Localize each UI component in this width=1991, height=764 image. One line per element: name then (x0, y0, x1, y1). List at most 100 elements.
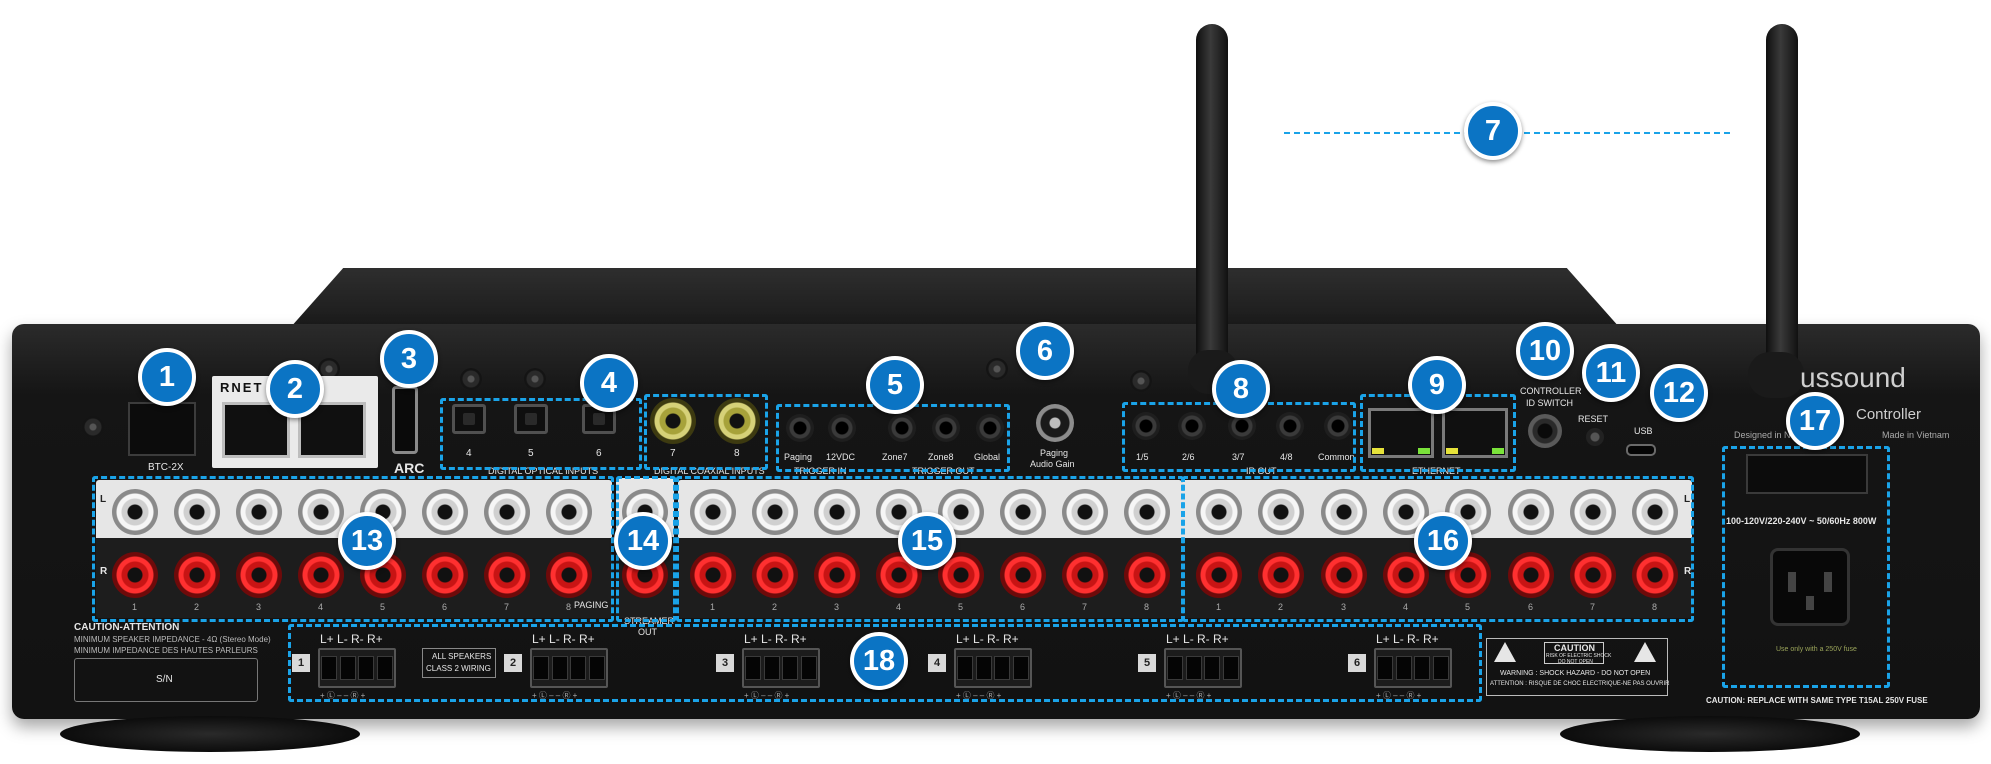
callout-10: 10 (1516, 322, 1574, 380)
input-c-8-left-rca[interactable] (1632, 489, 1678, 535)
speaker-terminal-zone-1[interactable] (318, 648, 396, 688)
ethernet-led (1492, 448, 1504, 454)
input-a-7-left-rca[interactable] (484, 489, 530, 535)
input-b-2-left-rca[interactable] (752, 489, 798, 535)
input-a-3-left-rca[interactable] (236, 489, 282, 535)
input-number-label: 6 (442, 602, 448, 612)
paging-gain-knob[interactable] (1036, 404, 1074, 442)
group-power (1722, 446, 1890, 688)
input-b-1-right-rca[interactable] (690, 552, 736, 598)
input-b-7-right-rca[interactable] (1062, 552, 1108, 598)
input-c-1-left-rca[interactable] (1196, 489, 1242, 535)
optical-input-5[interactable] (514, 404, 548, 434)
model-text: Controller (1856, 406, 1922, 423)
warning-line1: WARNING : SHOCK HAZARD - DO NOT OPEN (1500, 670, 1651, 677)
input-b-1-left-rca[interactable] (690, 489, 736, 535)
coax-num-7: 7 (670, 448, 676, 459)
caution-title: CAUTION-ATTENTION (74, 622, 180, 633)
input-a-6-left-rca[interactable] (422, 489, 468, 535)
input-b-3-left-rca[interactable] (814, 489, 860, 535)
ir-out-2-6[interactable] (1178, 412, 1206, 440)
speaker-terminal-zone-6[interactable] (1374, 648, 1452, 688)
callout-6: 6 (1016, 322, 1074, 380)
trigger-in-paging-label: Paging (784, 452, 813, 462)
arc-label: ARC (394, 460, 425, 476)
callout-17: 17 (1786, 392, 1844, 450)
controller-id-line2: ID SWITCH (1526, 398, 1573, 408)
trigger-out-global[interactable] (976, 414, 1004, 442)
usb-port[interactable] (1626, 444, 1656, 456)
ir-out-common[interactable] (1324, 412, 1352, 440)
input-b-8-right-rca[interactable] (1124, 552, 1170, 598)
paging-gain-line1: Paging (1040, 448, 1069, 458)
input-a-4-right-rca[interactable] (298, 552, 344, 598)
callout-12: 12 (1650, 364, 1708, 422)
input-a-4-left-rca[interactable] (298, 489, 344, 535)
input-number-label: 8 (1652, 602, 1658, 612)
speaker-terminal-zone-4[interactable] (954, 648, 1032, 688)
serial-number-label: S/N (156, 674, 173, 685)
input-a-1-left-rca[interactable] (112, 489, 158, 535)
input-c-2-left-rca[interactable] (1258, 489, 1304, 535)
warning-label-box (1486, 638, 1668, 696)
reset-button[interactable] (1586, 428, 1604, 446)
ir-out-1-5[interactable] (1132, 412, 1160, 440)
input-number-label: 8 (566, 602, 572, 612)
trigger-in-paging[interactable] (786, 414, 814, 442)
ethernet-led (1372, 448, 1384, 454)
warning-triangle-icon (1634, 642, 1656, 662)
input-b-2-right-rca[interactable] (752, 552, 798, 598)
callout-15: 15 (898, 512, 956, 570)
group-triggers (776, 404, 1010, 472)
speaker-terminal-zone-3[interactable] (742, 648, 820, 688)
brand-text: ussound (1800, 362, 1906, 393)
input-b-7-left-rca[interactable] (1062, 489, 1108, 535)
optical-input-6[interactable] (582, 404, 616, 434)
input-c-1-right-rca[interactable] (1196, 552, 1242, 598)
coax-input-7[interactable] (650, 398, 696, 444)
power-inlet[interactable] (1770, 548, 1850, 626)
all-speakers-line1: ALL SPEAKERS (432, 652, 492, 661)
input-c-6-right-rca[interactable] (1508, 552, 1554, 598)
ir-out-common-label: Common (1318, 452, 1355, 462)
ir-out-4-8-label: 4/8 (1280, 452, 1293, 462)
trigger-out-zone8[interactable] (932, 414, 960, 442)
input-c-7-right-rca[interactable] (1570, 552, 1616, 598)
input-c-3-right-rca[interactable] (1321, 552, 1367, 598)
input-c-7-left-rca[interactable] (1570, 489, 1616, 535)
controller-id-switch[interactable] (1528, 414, 1562, 448)
input-a-2-left-rca[interactable] (174, 489, 220, 535)
speaker-terminal-zone-2[interactable] (530, 648, 608, 688)
input-b-3-right-rca[interactable] (814, 552, 860, 598)
input-a-8-left-rca[interactable] (546, 489, 592, 535)
trigger-out-zone7[interactable] (888, 414, 916, 442)
hdmi-arc-port[interactable] (392, 386, 418, 454)
ir-out-4-8[interactable] (1276, 412, 1304, 440)
input-a-1-right-rca[interactable] (112, 552, 158, 598)
channel-l-label: L (100, 494, 107, 505)
btc-2x-port[interactable] (128, 402, 196, 456)
input-number-label: 7 (1590, 602, 1596, 612)
callout-7: 7 (1464, 102, 1522, 160)
input-a-2-right-rca[interactable] (174, 552, 220, 598)
input-b-8-left-rca[interactable] (1124, 489, 1170, 535)
input-b-6-left-rca[interactable] (1000, 489, 1046, 535)
input-c-8-right-rca[interactable] (1632, 552, 1678, 598)
input-c-3-left-rca[interactable] (1321, 489, 1367, 535)
power-switch[interactable] (1746, 454, 1868, 494)
input-number-label: 3 (256, 602, 262, 612)
input-a-3-right-rca[interactable] (236, 552, 282, 598)
input-b-6-right-rca[interactable] (1000, 552, 1046, 598)
input-a-7-right-rca[interactable] (484, 552, 530, 598)
input-c-2-right-rca[interactable] (1258, 552, 1304, 598)
speaker-terminal-zone-5[interactable] (1164, 648, 1242, 688)
callout-11: 11 (1582, 344, 1640, 402)
input-a-8-right-rca[interactable] (546, 552, 592, 598)
input-number-label: 1 (710, 602, 716, 612)
input-c-6-left-rca[interactable] (1508, 489, 1554, 535)
input-a-6-right-rca[interactable] (422, 552, 468, 598)
caution-line1: MINIMUM SPEAKER IMPEDANCE - 4Ω (Stereo M… (74, 635, 271, 644)
coax-input-8[interactable] (714, 398, 760, 444)
optical-input-4[interactable] (452, 404, 486, 434)
trigger-in-12vdc[interactable] (828, 414, 856, 442)
